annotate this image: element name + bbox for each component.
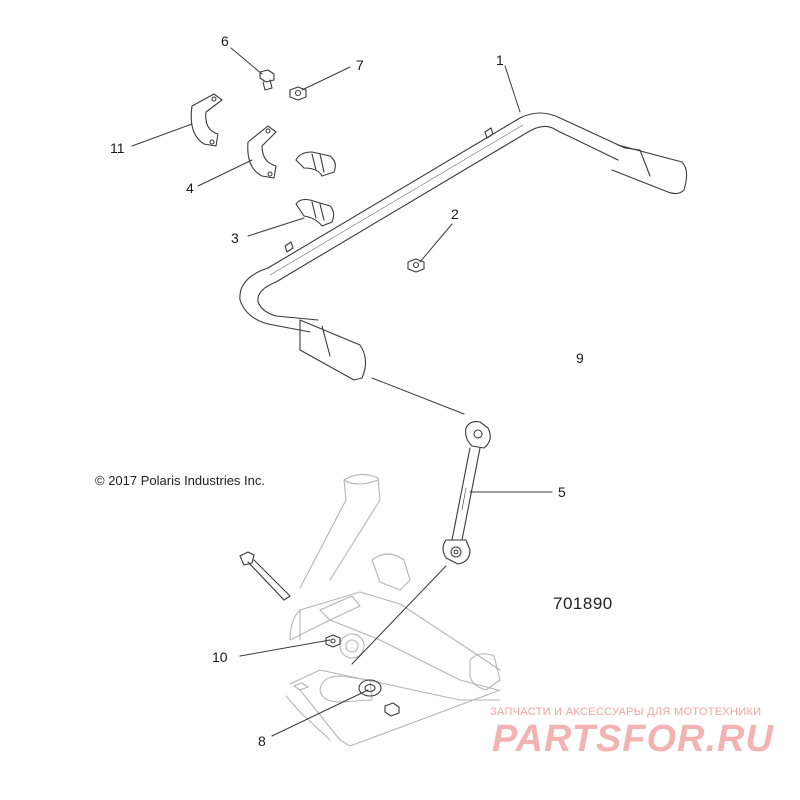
nut-part-2 xyxy=(407,258,425,273)
leader-lines xyxy=(131,47,553,737)
callout-10: 10 xyxy=(212,649,228,665)
watermark-tagline: ЗАПЧАСТИ И АКСЕССУАРЫ ДЛЯ МОТОТЕХНИКИ xyxy=(490,706,762,718)
callout-8: 8 xyxy=(258,733,266,749)
clamp-part-4 xyxy=(247,125,277,179)
watermark-logo: PARTSFOR.RU xyxy=(492,718,774,760)
clamp-part-11 xyxy=(190,93,223,147)
callout-11: 11 xyxy=(110,140,125,156)
callout-9: 9 xyxy=(576,350,584,366)
bushing-part-3 xyxy=(295,198,335,227)
callout-5: 5 xyxy=(558,484,566,500)
diagram-id: 701890 xyxy=(553,594,613,613)
callout-2: 2 xyxy=(451,206,459,222)
callout-4: 4 xyxy=(186,180,194,196)
callout-3: 3 xyxy=(231,230,239,246)
nut-part-7 xyxy=(289,86,307,101)
control-arm-assembly xyxy=(285,473,501,747)
washer-part-8 xyxy=(358,679,400,717)
callout-7: 7 xyxy=(356,57,364,73)
callout-6: 6 xyxy=(221,33,229,49)
long-bolt xyxy=(239,551,291,601)
nut-part-10 xyxy=(325,634,341,648)
stabilizer-bar xyxy=(239,112,688,381)
bolt-part-6 xyxy=(259,69,275,91)
copyright-notice: © 2017 Polaris Industries Inc. xyxy=(95,473,265,488)
link-rod-part-5 xyxy=(442,421,491,565)
callout-1: 1 xyxy=(496,52,504,68)
bushing-upper xyxy=(295,151,336,177)
